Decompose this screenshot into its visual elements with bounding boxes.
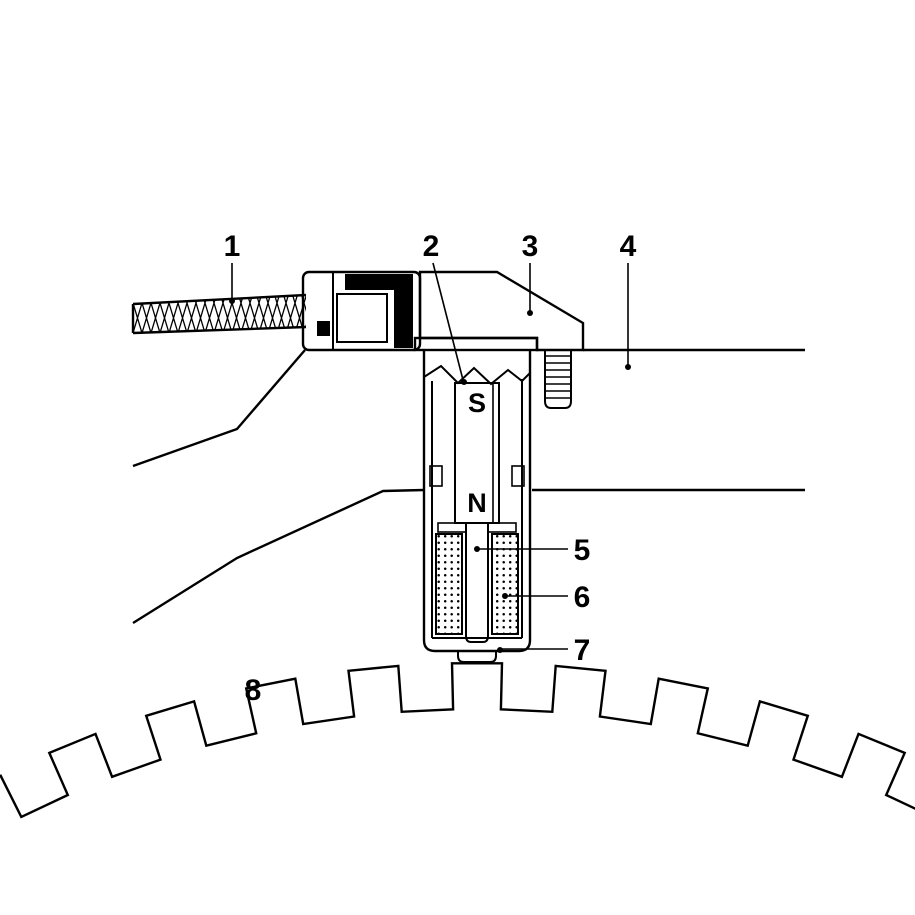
connector-boot [301, 270, 422, 352]
bore-clip-right [511, 465, 525, 487]
cable-top-edge [132, 293, 307, 306]
stud-outline [544, 350, 572, 409]
pole-pin [465, 523, 489, 643]
engine-block [132, 348, 805, 625]
magnet-assembly: S N [429, 382, 525, 643]
callout-3-dot [527, 310, 533, 316]
sensor-tip-stub [457, 651, 497, 663]
bobbin-flange-right [487, 522, 517, 533]
callout-4: 4 [620, 230, 637, 370]
callout-8: 8 [245, 674, 262, 707]
callout-7: 7 [497, 634, 590, 667]
reluctor-wheel [0, 662, 915, 819]
callout-3-label: 3 [522, 230, 539, 263]
magnet-south-label: S [468, 388, 486, 418]
callout-2-leader [432, 262, 464, 381]
cable-bottom-edge [132, 325, 307, 335]
callout-2: 2 [423, 230, 467, 385]
callout-5-dot [474, 546, 480, 552]
zigzag-break-line [423, 364, 531, 386]
coil-windings [435, 533, 519, 635]
callout-4-dot [625, 364, 631, 370]
boot-inner-window [336, 293, 388, 343]
cable [131, 293, 307, 335]
callout-2-dot [461, 379, 467, 385]
cable-braid-fill [133, 295, 306, 333]
callout-6-label: 6 [574, 581, 591, 614]
callout-5-label: 5 [574, 534, 591, 567]
sensor-head [413, 270, 585, 352]
callout-1-label: 1 [224, 230, 241, 263]
stud-threads [545, 355, 571, 399]
callout-4-label: 4 [620, 230, 637, 263]
callout-2-label: 2 [423, 230, 440, 263]
mounting-flange [413, 336, 539, 352]
callouts: 1 2 3 4 5 6 7 [224, 230, 637, 707]
block-contour-left-upper [132, 349, 306, 468]
magnet-body [454, 382, 500, 524]
coil-right [491, 533, 519, 635]
mounting-stud [544, 350, 572, 409]
callout-1: 1 [224, 230, 241, 304]
boot-black-shield [345, 274, 413, 348]
boot-black-tab [317, 321, 330, 336]
sensor-body [422, 350, 532, 663]
callout-3: 3 [522, 230, 539, 316]
callout-6-dot [502, 593, 508, 599]
coil-left [435, 533, 463, 635]
callout-7-dot [497, 647, 503, 653]
callout-1-dot [229, 298, 235, 304]
callout-8-label: 8 [245, 674, 262, 707]
callout-7-label: 7 [574, 634, 591, 667]
callout-6: 6 [502, 581, 590, 614]
tube-outline [422, 350, 532, 653]
bobbin-flange-left [437, 522, 467, 533]
callout-5: 5 [474, 534, 590, 567]
block-contour-left-lower [132, 488, 425, 625]
magnet-north-label: N [467, 488, 487, 518]
bore-clip-left [429, 465, 443, 487]
reluctor-wheel-teeth [0, 662, 915, 819]
